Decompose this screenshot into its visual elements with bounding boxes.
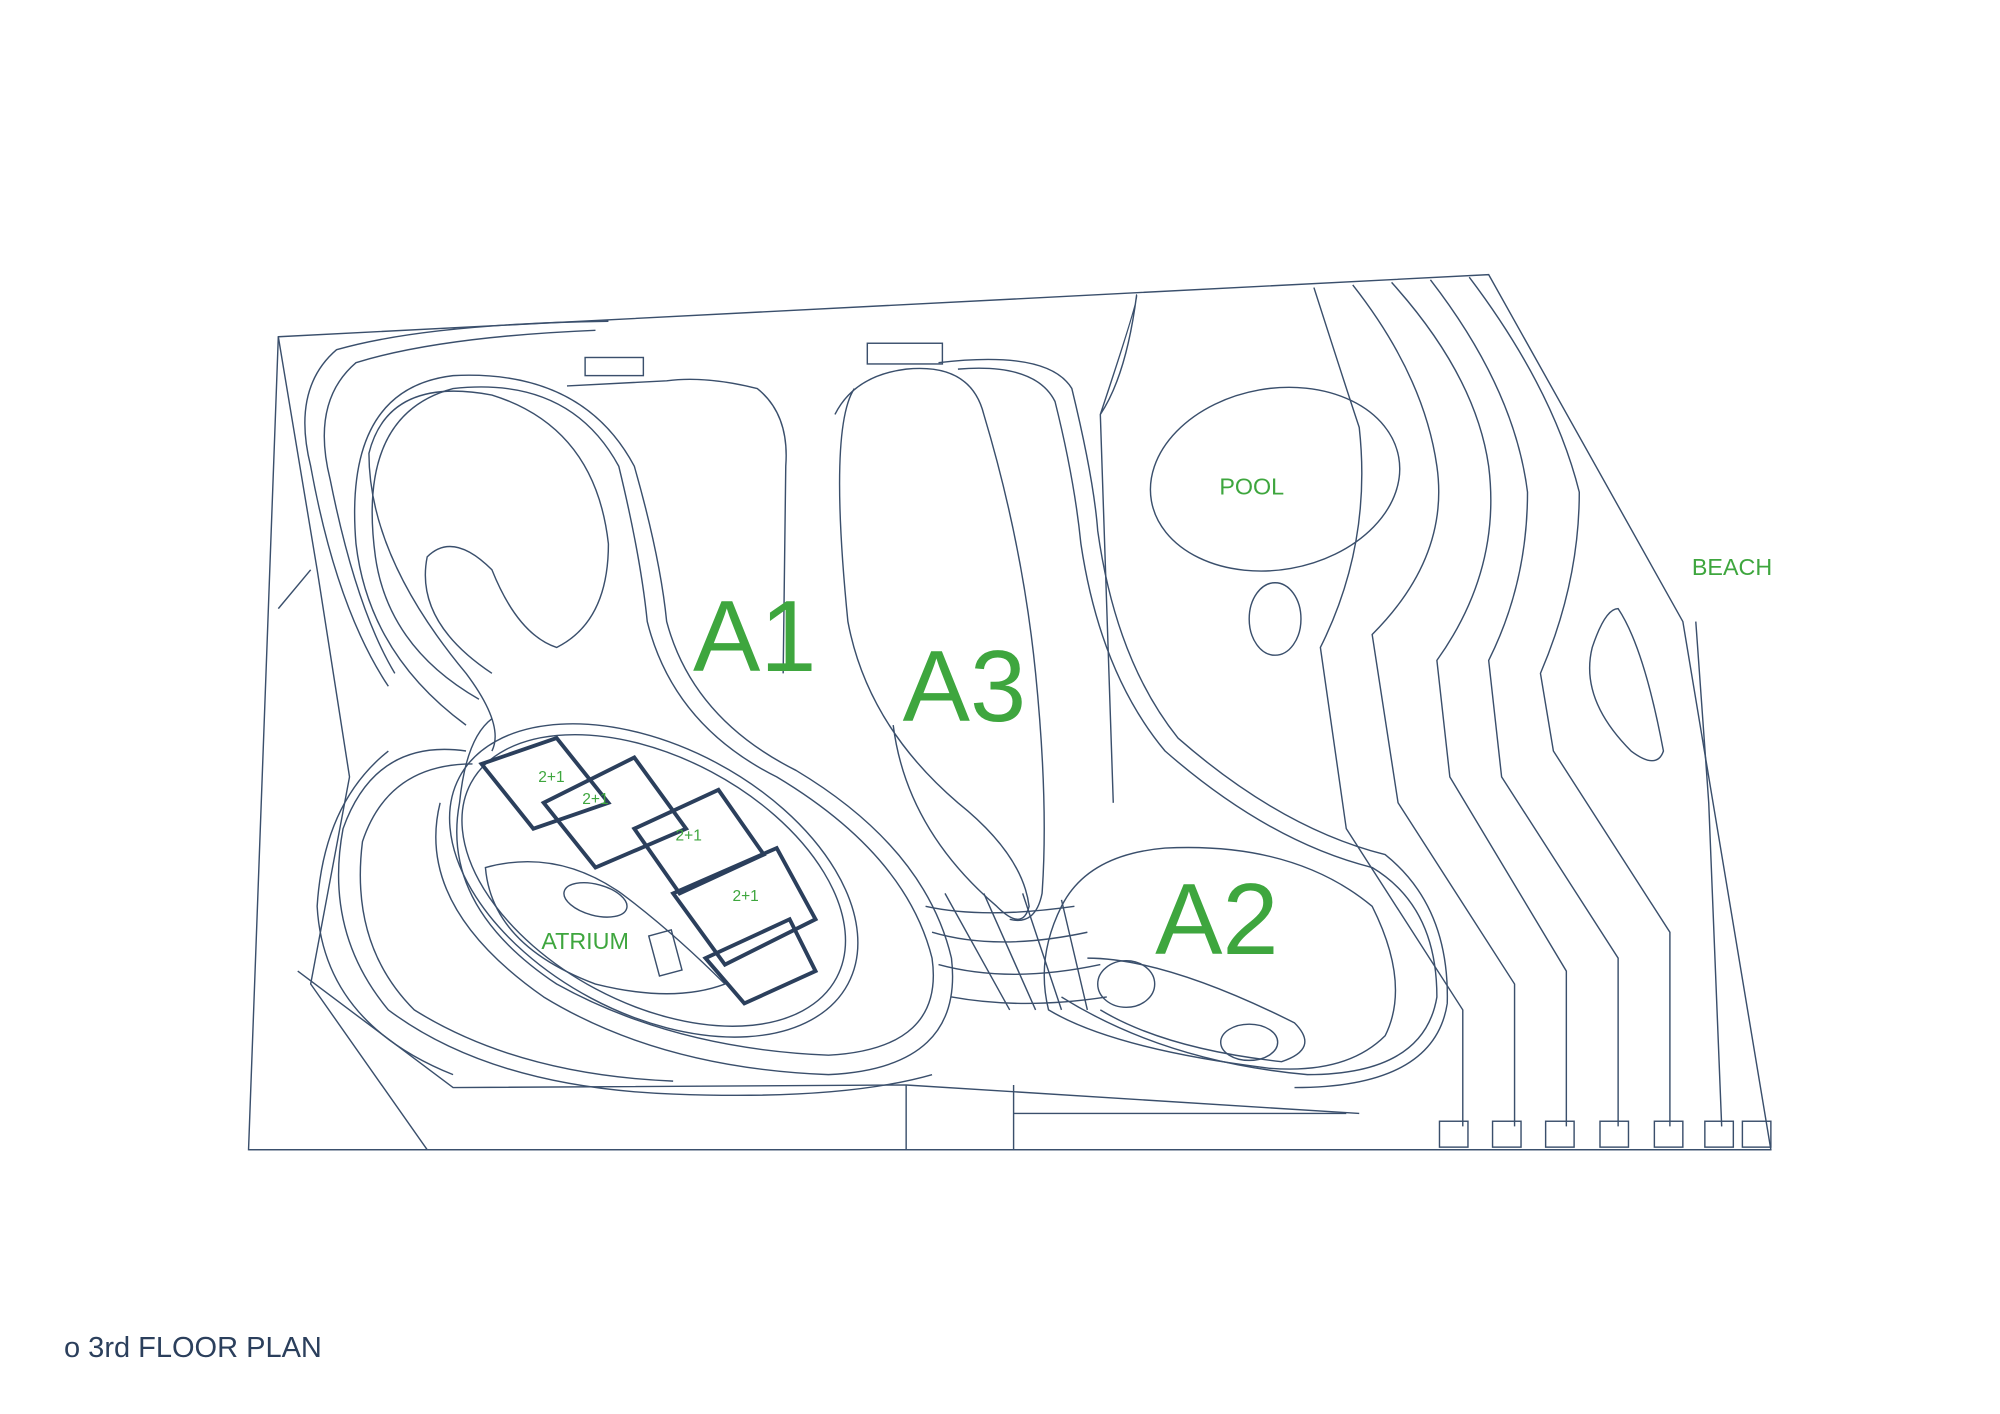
stairs-top bbox=[566, 342, 944, 674]
unit-label: 2+1 bbox=[676, 827, 702, 844]
zone-label-atrium: ATRIUM bbox=[541, 928, 629, 954]
zone-label-beach: BEACH bbox=[1692, 554, 1772, 580]
zone-label-a3: A3 bbox=[903, 631, 1027, 743]
plan-title: o 3rd FLOOR PLAN bbox=[64, 1332, 322, 1364]
zone-label-a1: A1 bbox=[693, 581, 817, 693]
beach-terraces bbox=[1313, 276, 1772, 1148]
a3-contours bbox=[834, 358, 1448, 1089]
unit-label: 2+1 bbox=[538, 769, 564, 786]
a1-contours bbox=[304, 320, 954, 1097]
atrium-block bbox=[448, 723, 859, 1038]
zone-label-pool: POOL bbox=[1219, 474, 1284, 500]
pool-area bbox=[1099, 293, 1401, 803]
unit-label: 2+1 bbox=[732, 888, 758, 905]
unit-label: 2+1 bbox=[582, 791, 608, 808]
zone-label-a2: A2 bbox=[1155, 864, 1279, 976]
a2-contours bbox=[925, 846, 1397, 1070]
